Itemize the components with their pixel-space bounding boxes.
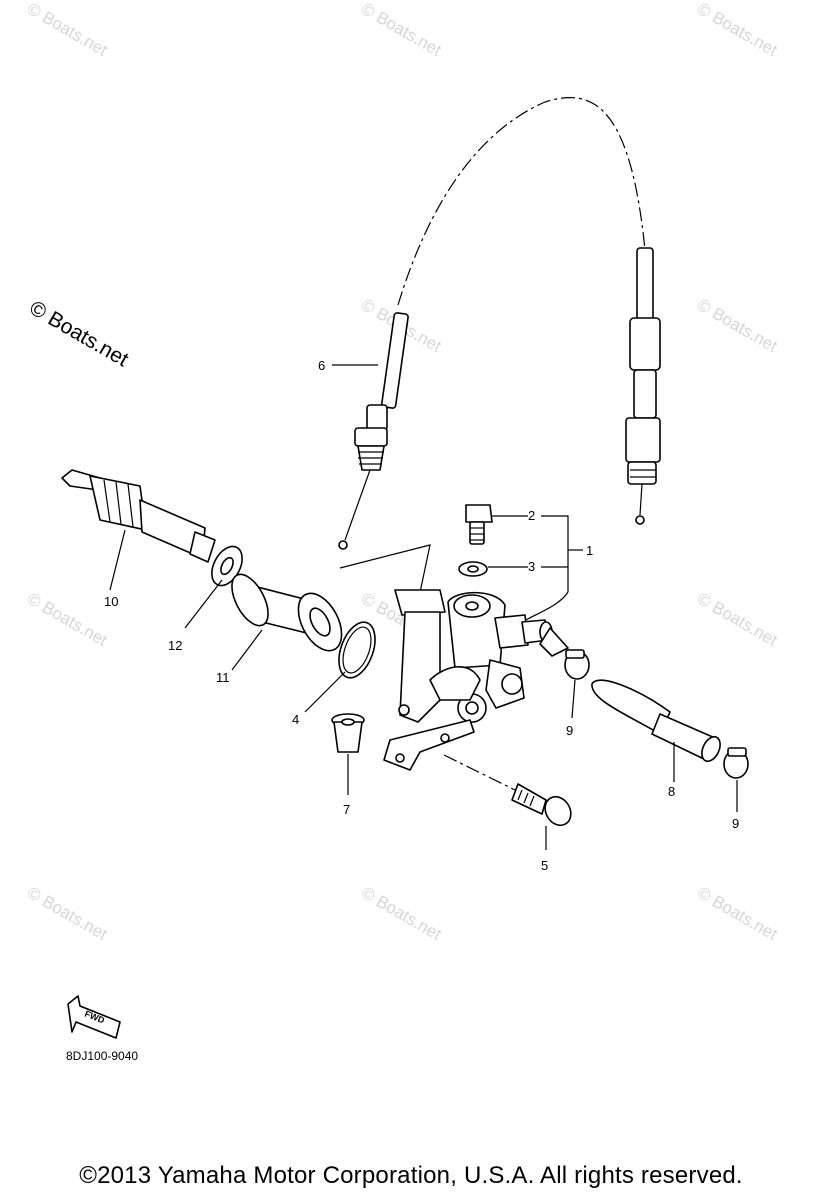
callout-1: 1 [586, 543, 593, 558]
callout-3: 3 [528, 559, 535, 574]
watermark: © Boats.net [694, 589, 781, 650]
watermark: © Boats.net [24, 0, 111, 60]
callout-6: 6 [318, 358, 325, 373]
callouts: 6 2 3 1 10 12 11 4 9 7 8 9 5 [104, 358, 739, 873]
grommet [331, 713, 365, 795]
hose-clamp [564, 649, 749, 812]
callout-11: 11 [216, 670, 230, 685]
callout-5: 5 [541, 858, 548, 873]
watermark: © Boats.net [358, 883, 445, 944]
watermark: © Boats.net [24, 589, 111, 650]
callout-10: 10 [104, 594, 118, 609]
callout-12: 12 [168, 638, 182, 653]
watermark: © Boats.net [694, 0, 781, 60]
bolt-2 [465, 504, 528, 545]
watermark: © Boats.net [358, 0, 445, 60]
drive-gear [61, 469, 216, 591]
watermark: © Boats.net [24, 883, 111, 944]
copyright-notice: ©2013 Yamaha Motor Corporation, U.S.A. A… [79, 1162, 743, 1189]
watermarks: © Boats.net © Boats.net © Boats.net © Bo… [24, 0, 781, 944]
callout-2: 2 [528, 508, 535, 523]
callout-7: 7 [343, 802, 350, 817]
callout-9a: 9 [566, 723, 573, 738]
bolt-5 [443, 754, 572, 850]
watermark: © Boats.net [694, 883, 781, 944]
hose [591, 679, 721, 782]
part-code: 8DJ100-9040 [66, 1049, 139, 1063]
oil-pump [339, 544, 569, 771]
throttle-cable [338, 97, 661, 550]
bushing [231, 573, 343, 671]
fwd-arrow-icon: FWD [67, 995, 121, 1039]
watermark-main: © Boats.net [26, 296, 133, 371]
o-ring [338, 621, 376, 679]
callout-4: 4 [292, 712, 299, 727]
watermark: © Boats.net [694, 295, 781, 356]
callout-8: 8 [668, 784, 675, 799]
callout-9b: 9 [732, 816, 739, 831]
